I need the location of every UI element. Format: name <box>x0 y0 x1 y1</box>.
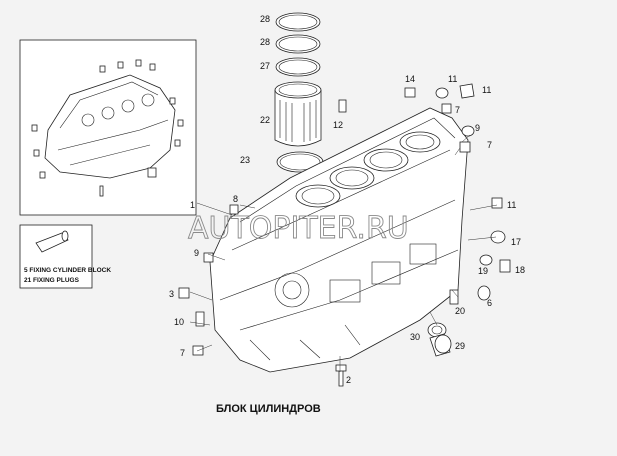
callout-9-left: 9 <box>194 248 199 258</box>
plug-17 <box>490 230 506 244</box>
plug-9-top <box>461 125 475 137</box>
callout-17: 17 <box>511 237 521 247</box>
plug-19 <box>479 254 493 266</box>
bolt-2 <box>338 369 344 387</box>
callout-8: 8 <box>233 194 238 204</box>
plug-11-top <box>435 87 449 99</box>
plug-8 <box>229 204 239 215</box>
plug-11-right <box>459 83 475 99</box>
legend-line-1: 5 FIXING CYLINDER BLOCK <box>24 267 111 274</box>
cylinder-liner <box>274 81 322 147</box>
plug-18 <box>499 259 511 273</box>
leader-lines <box>189 134 498 372</box>
callout-7-top: 7 <box>455 105 460 115</box>
callout-23: 23 <box>240 155 250 165</box>
overview-block-drawing <box>31 59 184 197</box>
plug-6 <box>477 285 491 301</box>
callout-3: 3 <box>169 289 174 299</box>
callout-7-right: 7 <box>487 140 492 150</box>
callout-1: 1 <box>190 200 195 210</box>
legend-box: 5 FIXING CYLINDER BLOCK 21 FIXING PLUGS <box>19 224 111 289</box>
callout-28-top: 28 <box>260 14 270 24</box>
callout-10: 10 <box>174 317 184 327</box>
callout-7-bottom: 7 <box>180 348 185 358</box>
callout-12: 12 <box>333 120 343 130</box>
main-cylinder-block <box>209 107 469 373</box>
bushing-10 <box>195 311 205 327</box>
callout-6: 6 <box>487 298 492 308</box>
dowel-12 <box>338 99 347 113</box>
plug-3 <box>178 287 190 299</box>
plug-14 <box>404 87 416 98</box>
piston-rings-and-liner <box>274 12 324 173</box>
callout-11-top: 11 <box>448 74 457 84</box>
watermark: AUTOPITER.RU <box>188 211 409 246</box>
legend-line-2: 21 FIXING PLUGS <box>24 277 80 284</box>
callout-28-second: 28 <box>260 37 270 47</box>
plug-11-side <box>491 197 503 209</box>
callout-20: 20 <box>455 306 465 316</box>
small-parts <box>178 83 511 387</box>
diagram-caption: БЛОК ЦИЛИНДРОВ <box>216 403 321 415</box>
callout-22: 22 <box>260 115 270 125</box>
callout-19: 19 <box>478 266 488 276</box>
callout-30: 30 <box>410 332 420 342</box>
plug-illustration <box>35 230 69 253</box>
piston-ring-top <box>275 12 321 32</box>
callout-numbers: 28 28 27 22 23 14 12 11 7 11 9 7 8 1 11 … <box>169 14 525 385</box>
callout-2: 2 <box>346 375 351 385</box>
callout-27: 27 <box>260 61 270 71</box>
callout-11-side: 11 <box>507 200 516 210</box>
callout-29: 29 <box>455 341 465 351</box>
callout-9-top: 9 <box>475 123 480 133</box>
piston-ring-third <box>275 57 321 77</box>
overview-inset <box>19 39 197 216</box>
plug-7-right <box>459 141 471 153</box>
callout-18: 18 <box>515 265 525 275</box>
callout-11-right: 11 <box>482 85 491 95</box>
callout-14: 14 <box>405 74 415 84</box>
plug-7-top <box>441 103 452 114</box>
piston-ring-second <box>275 34 321 54</box>
plug-9-left <box>203 252 214 263</box>
